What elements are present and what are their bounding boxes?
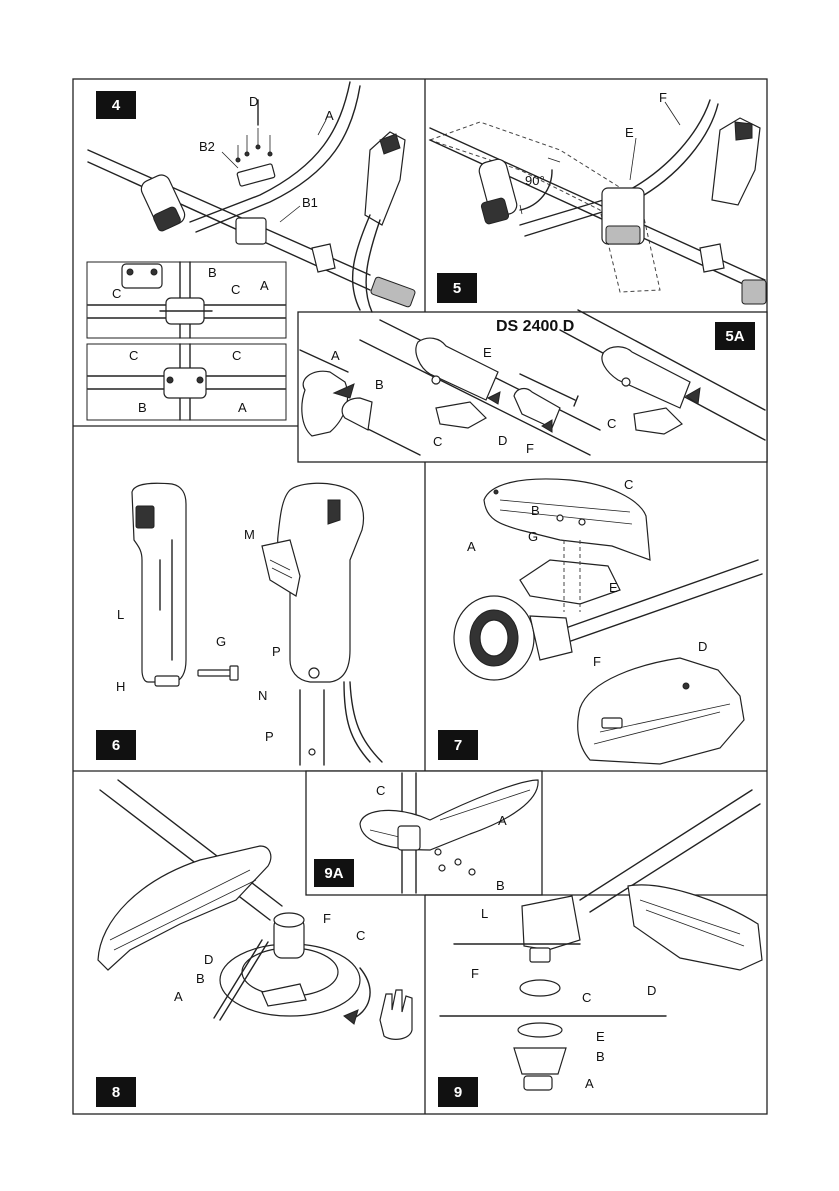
- label-6-L: L: [117, 608, 124, 621]
- label-6-P-lower: P: [265, 730, 274, 743]
- label-8-A: A: [174, 990, 183, 1003]
- label-5a-C-right: C: [607, 417, 616, 430]
- label-4-inset2-C-right: C: [232, 349, 241, 362]
- label-5-E: E: [625, 126, 634, 139]
- label-6-N: N: [258, 689, 267, 702]
- label-5a-E: E: [483, 346, 492, 359]
- panel-5a-model-title: DS 2400 D: [496, 318, 574, 336]
- label-7-F: F: [593, 655, 601, 668]
- panel-number-9: 9: [438, 1077, 478, 1107]
- panel-6-handle-drawing: [132, 483, 382, 765]
- label-6-P-upper: P: [272, 645, 281, 658]
- panel-7-guard-drawing: [454, 479, 762, 764]
- label-4-A: A: [325, 109, 334, 122]
- label-6-M: M: [244, 528, 255, 541]
- panel-number-6: 6: [96, 730, 136, 760]
- label-7-B: B: [531, 504, 540, 517]
- label-5-angle: 90°: [525, 174, 545, 187]
- label-5a-D: D: [498, 434, 507, 447]
- panel-number-8: 8: [96, 1077, 136, 1107]
- label-6-G: G: [216, 635, 226, 648]
- label-9-F: F: [471, 967, 479, 980]
- label-4-inset2-C-left: C: [129, 349, 138, 362]
- label-5a-C-left: C: [433, 435, 442, 448]
- panel-number-9a: 9A: [314, 859, 354, 887]
- label-4-inset1-C-left: C: [112, 287, 121, 300]
- panel-number-4: 4: [96, 91, 136, 119]
- label-7-A: A: [467, 540, 476, 553]
- label-8-C: C: [356, 929, 365, 942]
- label-9-B: B: [596, 1050, 605, 1063]
- label-9a-A: A: [498, 814, 507, 827]
- panel-number-5a: 5A: [715, 322, 755, 350]
- label-8-B: B: [196, 972, 205, 985]
- panel-number-5: 5: [437, 273, 477, 303]
- label-8-D: D: [204, 953, 213, 966]
- label-4-inset1-C-right: C: [231, 283, 240, 296]
- label-5a-F: F: [526, 442, 534, 455]
- panel-number-7: 7: [438, 730, 478, 760]
- panel-5-handle-angle-drawing: [430, 100, 766, 304]
- label-4-inset2-A: A: [238, 401, 247, 414]
- label-9-A: A: [585, 1077, 594, 1090]
- label-4-D: D: [249, 95, 258, 108]
- label-6-H: H: [116, 680, 125, 693]
- label-4-inset2-B: B: [138, 401, 147, 414]
- label-5a-A: A: [331, 349, 340, 362]
- label-4-inset1-A: A: [260, 279, 269, 292]
- label-9a-C: C: [376, 784, 385, 797]
- label-4-B2: B2: [199, 140, 215, 153]
- label-7-D: D: [698, 640, 707, 653]
- label-5-F: F: [659, 91, 667, 104]
- label-9-L: L: [481, 907, 488, 920]
- label-7-E: E: [609, 581, 618, 594]
- label-4-inset1-B: B: [208, 266, 217, 279]
- label-4-B1: B1: [302, 196, 318, 209]
- label-7-C: C: [624, 478, 633, 491]
- label-9a-B: B: [496, 879, 505, 892]
- label-5a-B: B: [375, 378, 384, 391]
- label-9-E: E: [596, 1030, 605, 1043]
- label-7-G: G: [528, 530, 538, 543]
- label-8-F: F: [323, 912, 331, 925]
- label-9-D: D: [647, 984, 656, 997]
- label-9-C: C: [582, 991, 591, 1004]
